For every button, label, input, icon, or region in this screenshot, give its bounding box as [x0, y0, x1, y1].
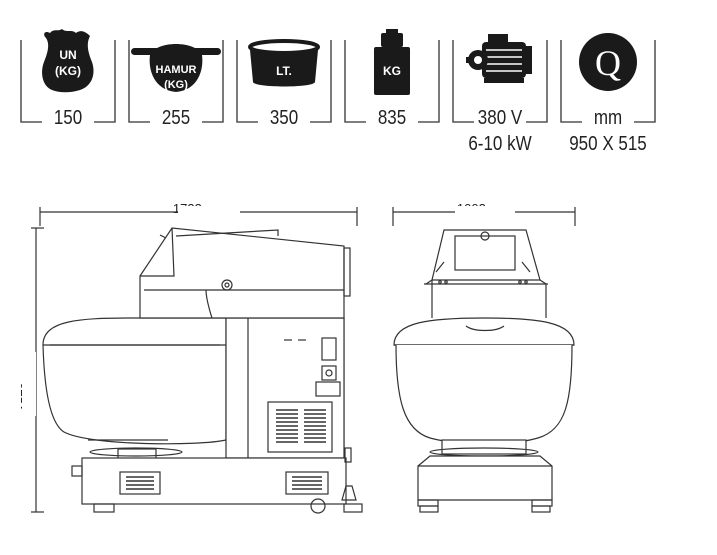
bowl-icon: LT. [248, 39, 320, 87]
spec-flour-capacity: UN (KG) 150 [20, 0, 116, 160]
spec-value: 150 [53, 107, 83, 129]
spec-bracket [344, 40, 440, 123]
spec-bracket [452, 40, 548, 123]
spec-bowl-dimensions: Q mm 950 X 515 [560, 0, 656, 160]
spec-motor-power: 380 V 6-10 kW [452, 0, 548, 160]
icon-label-1: HAMUR [156, 64, 197, 76]
spec-bracket [560, 40, 656, 123]
diameter-q-icon: Q [579, 33, 637, 91]
spec-value: 835 [377, 107, 407, 129]
icon-label-1: Q [595, 43, 621, 83]
dough-icon: HAMUR (KG) [131, 44, 221, 92]
icon-label-1: KG [383, 64, 401, 78]
spec-bracket [20, 40, 116, 123]
spec-value-2: 6-10 kW [468, 133, 532, 155]
spec-bracket [236, 40, 332, 123]
spec-value-2: 950 X 515 [569, 133, 647, 155]
spec-bracket [128, 40, 224, 123]
icon-label-2: (KG) [164, 79, 188, 91]
icon-label-2: (KG) [55, 64, 81, 78]
spec-value: 380 V [477, 107, 523, 129]
motor-icon [466, 34, 532, 83]
spec-value: 255 [161, 107, 191, 129]
front-view [393, 229, 575, 513]
spec-value: mm [593, 107, 623, 129]
icon-label-1: LT. [276, 64, 292, 78]
flour-sack-icon: UN (KG) [42, 29, 94, 93]
icon-label-1: UN [59, 48, 76, 62]
spec-bowl-volume: LT. 350 [236, 0, 332, 160]
spec-machine-weight: KG 835 [344, 0, 440, 160]
weight-icon: KG [374, 29, 410, 95]
spec-value: 350 [269, 107, 299, 129]
side-view [42, 227, 363, 514]
spec-dough-capacity: HAMUR (KG) 255 [128, 0, 224, 160]
